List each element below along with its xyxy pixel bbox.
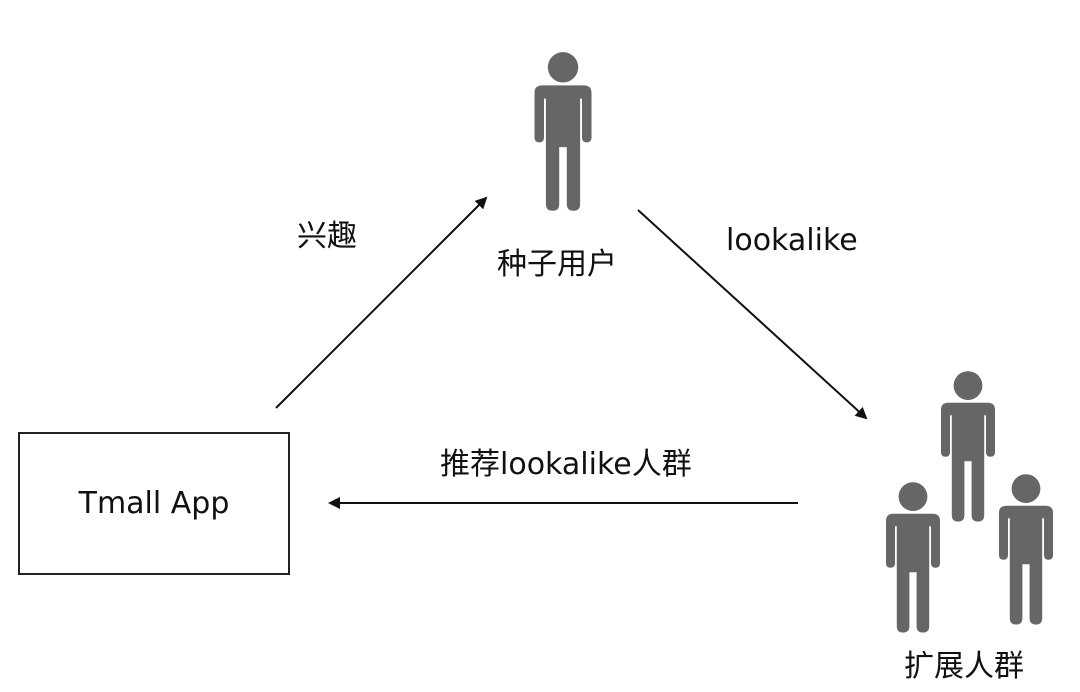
- lookalike-arrow: [637, 209, 868, 420]
- tmall-app-box: Tmall App: [18, 432, 290, 575]
- interest-label: 兴趣: [297, 219, 357, 254]
- group-person-right-icon: [999, 474, 1053, 625]
- expanded-group-people-icon: [886, 371, 1053, 633]
- tmall-app-label: Tmall App: [78, 486, 230, 521]
- expanded-group-label: 扩展人群: [904, 649, 1024, 684]
- seed-user-person-icon: [534, 52, 592, 211]
- recommend-label: 推荐lookalike人群: [440, 447, 692, 482]
- interest-arrow: [275, 196, 488, 409]
- lookalike-label: lookalike: [726, 223, 858, 258]
- group-person-back-icon: [941, 371, 995, 522]
- group-person-left-icon: [886, 482, 940, 633]
- seed-user-label: 种子用户: [497, 247, 617, 282]
